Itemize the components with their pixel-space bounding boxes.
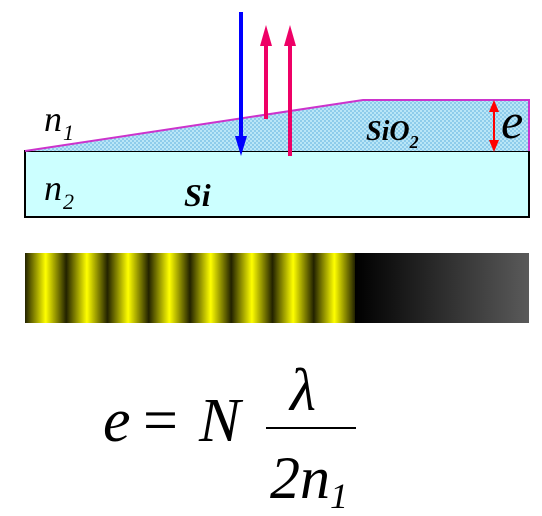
sio2-label: SiO2 [366,116,419,152]
interference-fringes [25,253,355,323]
sio2-film-edge [24,99,530,152]
silicon-substrate [24,150,530,218]
sio2-wedge-film [25,100,529,151]
thickness-label-e: e [501,93,523,149]
formula-numerator: λ [288,357,316,423]
uniform-dark-region [355,253,529,323]
formula-lhs: e [103,387,131,455]
thickness-formula: e = N λ 2n1 [103,357,356,516]
formula-equals: = [143,387,178,455]
thickness-arrow [489,100,499,152]
n1-label: n1 [44,99,74,145]
incident-ray-arrow [235,12,247,156]
si-label: Si [184,177,211,213]
formula-coefficient: N [198,387,244,455]
formula-denominator: 2n1 [270,445,348,516]
n2-label: n2 [44,168,74,214]
reflected-ray-arrow-2 [284,25,296,156]
reflected-ray-arrow-1 [260,25,272,119]
